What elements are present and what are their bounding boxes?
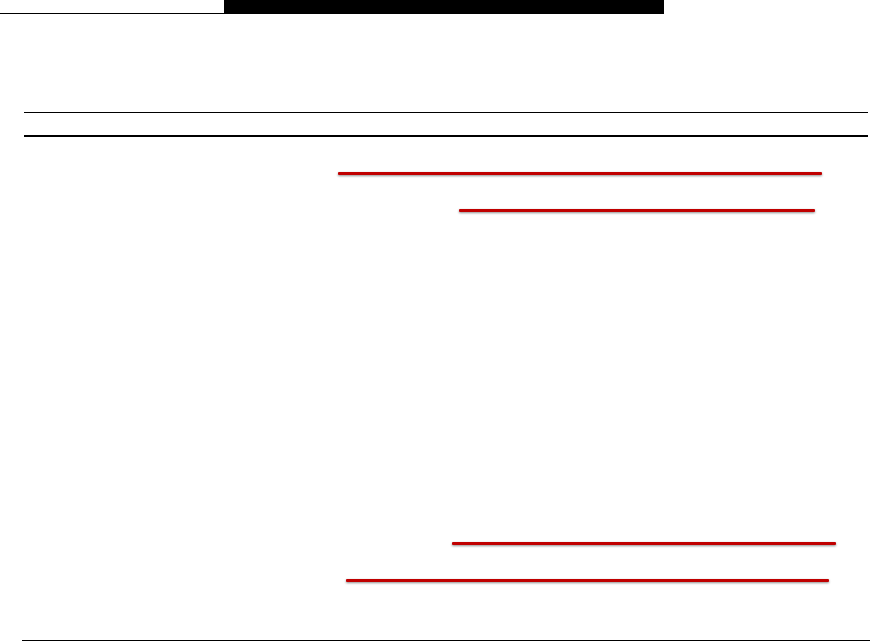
bottom-rule [22, 640, 870, 641]
header-redaction-bar [224, 0, 664, 14]
red-underline-4 [346, 579, 829, 582]
table-top-rule [24, 112, 868, 113]
header-rule-left [0, 13, 224, 14]
red-underline-3 [452, 542, 836, 545]
table-header-rule [24, 135, 868, 137]
red-underline-2 [459, 209, 815, 212]
red-underline-1 [338, 172, 822, 175]
